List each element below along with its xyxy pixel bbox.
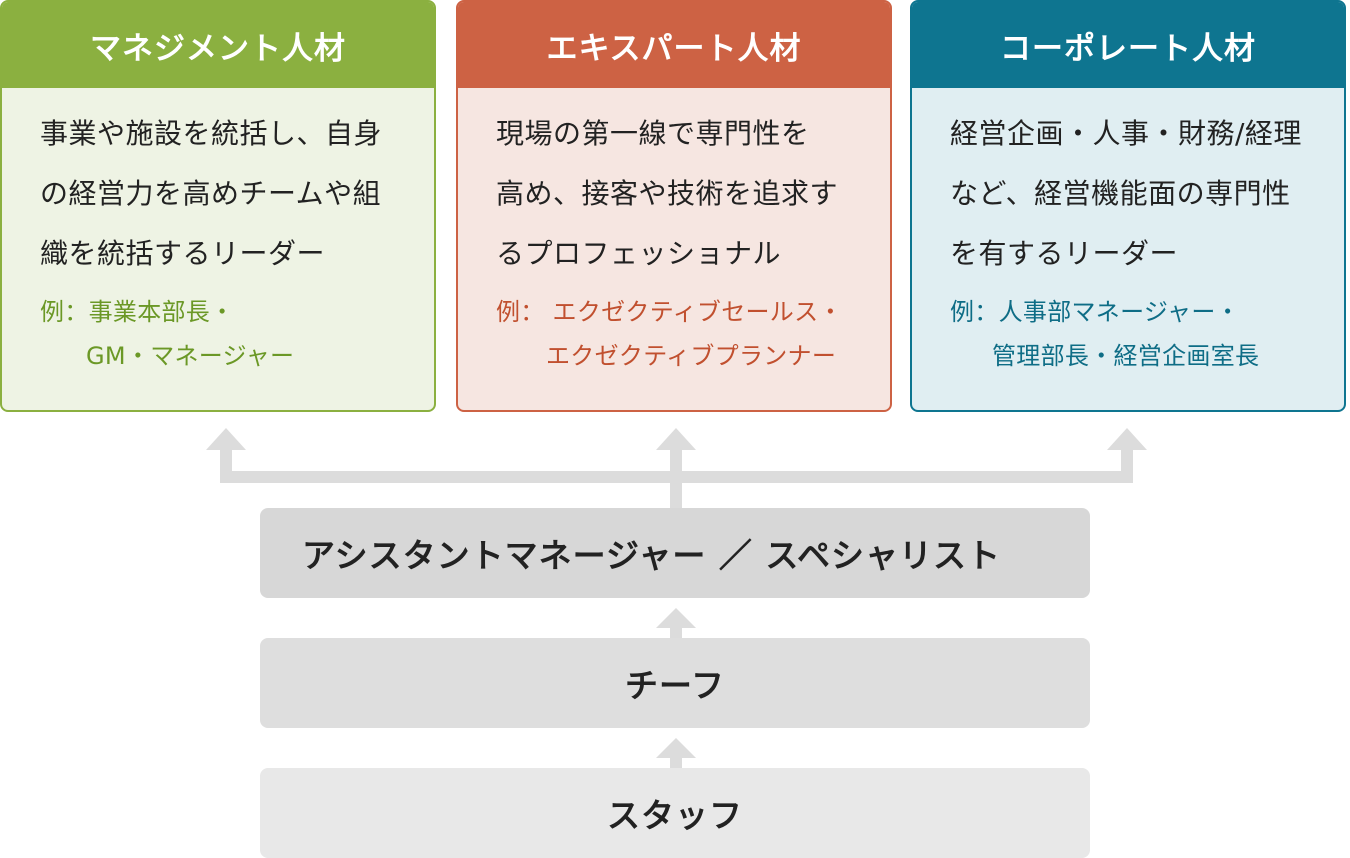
expert-talent-description: 現場の第一線で専門性を 高め、接客や技術を追求す るプロフェッショナル xyxy=(496,104,864,284)
management-talent-title: マネジメント人材 xyxy=(2,2,434,88)
management-talent-example: 例：事業本部長・ GM・マネージャー xyxy=(40,290,408,378)
left-arrow-head xyxy=(206,428,246,450)
corporate-desc-line-3: を有するリーダー xyxy=(950,237,1179,270)
management-desc-line-1: 事業や施設を統括し、自身 xyxy=(40,117,383,150)
right-arrow-head xyxy=(1107,428,1147,450)
management-talent-description: 事業や施設を統括し、自身 の経営力を高めチームや組 織を統括するリーダー xyxy=(40,104,408,284)
corporate-talent-description: 経営企画・人事・財務/経理 など、経営機能面の専門性 を有するリーダー xyxy=(950,104,1318,284)
staff-to-chief-stem xyxy=(670,754,682,768)
corporate-desc-line-2: など、経営機能面の専門性 xyxy=(950,177,1291,210)
expert-talent-body: 現場の第一線で専門性を 高め、接客や技術を追求す るプロフェッショナル 例： エ… xyxy=(458,88,890,378)
management-talent-body: 事業や施設を統括し、自身 の経営力を高めチームや組 織を統括するリーダー 例：事… xyxy=(2,88,434,378)
expert-example-line-1: 例： エクゼクティブセールス・ xyxy=(496,298,843,326)
corporate-talent-title: コーポレート人材 xyxy=(912,2,1344,88)
level-staff: スタッフ xyxy=(260,768,1090,858)
expert-desc-line-1: 現場の第一線で専門性を xyxy=(496,117,810,150)
expert-talent-card: エキスパート人材 現場の第一線で専門性を 高め、接客や技術を追求す るプロフェッ… xyxy=(456,0,892,412)
level-chief: チーフ xyxy=(260,638,1090,728)
branch-bar xyxy=(220,471,1133,483)
management-talent-card: マネジメント人材 事業や施設を統括し、自身 の経営力を高めチームや組 織を統括す… xyxy=(0,0,436,412)
management-desc-line-2: の経営力を高めチームや組 xyxy=(40,177,382,210)
level-assistant-manager-specialist: アシスタントマネージャー ／ スペシャリスト xyxy=(260,508,1090,598)
corporate-talent-card: コーポレート人材 経営企画・人事・財務/経理 など、経営機能面の専門性 を有する… xyxy=(910,0,1346,412)
staff-to-chief-head xyxy=(656,738,696,758)
management-example-line-2: GM・マネージャー xyxy=(86,342,295,370)
expert-talent-title: エキスパート人材 xyxy=(458,2,890,88)
management-desc-line-3: 織を統括するリーダー xyxy=(40,237,326,270)
left-arrow-stem xyxy=(220,446,232,483)
chief-to-assistant-stem xyxy=(670,624,682,638)
right-arrow-stem xyxy=(1121,446,1133,483)
expert-desc-line-3: るプロフェッショナル xyxy=(496,237,782,270)
expert-desc-line-2: 高め、接客や技術を追求す xyxy=(496,177,839,210)
center-arrow-stem xyxy=(670,446,682,508)
expert-talent-example: 例： エクゼクティブセールス・ エクゼクティブプランナー xyxy=(496,290,864,378)
corporate-talent-body: 経営企画・人事・財務/経理 など、経営機能面の専門性 を有するリーダー 例：人事… xyxy=(912,88,1344,378)
expert-example-line-2: エクゼクティブプランナー xyxy=(546,342,837,370)
chief-to-assistant-head xyxy=(656,608,696,628)
corporate-desc-line-1: 経営企画・人事・財務/経理 xyxy=(950,117,1302,150)
center-arrow-head xyxy=(656,428,696,450)
corporate-example-line-1: 例：人事部マネージャー・ xyxy=(950,298,1240,326)
corporate-talent-example: 例：人事部マネージャー・ 管理部長・経営企画室長 xyxy=(950,290,1318,378)
management-example-line-1: 例：事業本部長・ xyxy=(40,298,235,326)
corporate-example-line-2: 管理部長・経営企画室長 xyxy=(992,342,1260,370)
